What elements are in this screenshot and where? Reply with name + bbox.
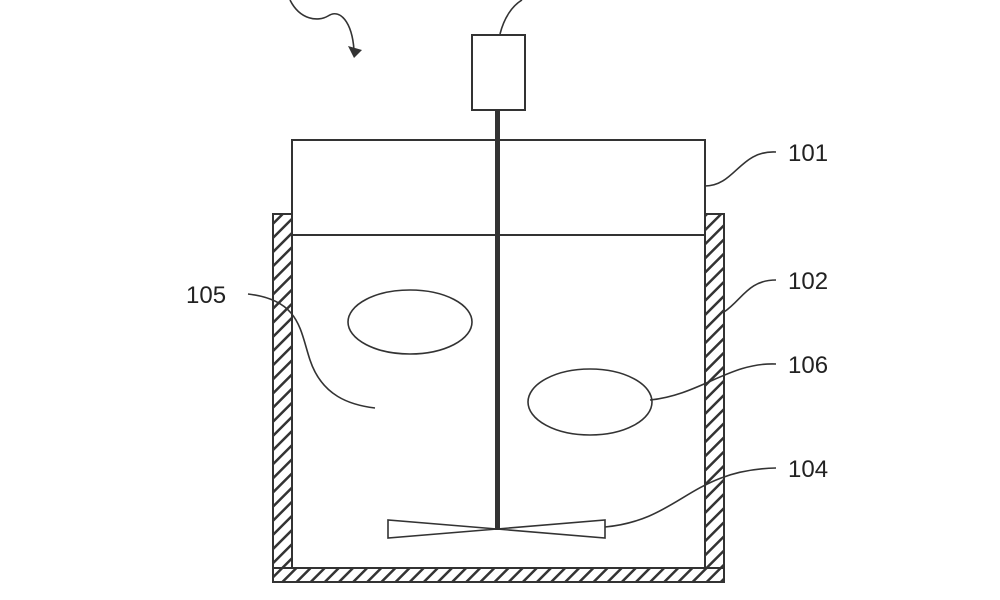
motor-box (471, 34, 526, 111)
leader-106 (649, 363, 777, 401)
label-102: 102 (788, 268, 828, 295)
particle-upper (347, 289, 473, 355)
leader-102 (723, 279, 777, 313)
label-105: 105 (186, 282, 226, 309)
leader-105 (247, 293, 376, 409)
motor-leader-line (499, 0, 523, 35)
stirrer-shaft (495, 110, 500, 530)
heating-jacket (272, 213, 725, 583)
label-106: 106 (788, 352, 828, 379)
leader-101 (704, 151, 777, 187)
leader-104 (604, 467, 777, 528)
top-left-arrow (289, 0, 362, 58)
label-101: 101 (788, 140, 828, 167)
label-104: 104 (788, 456, 828, 483)
particle-lower (527, 368, 653, 436)
impeller (387, 519, 606, 539)
